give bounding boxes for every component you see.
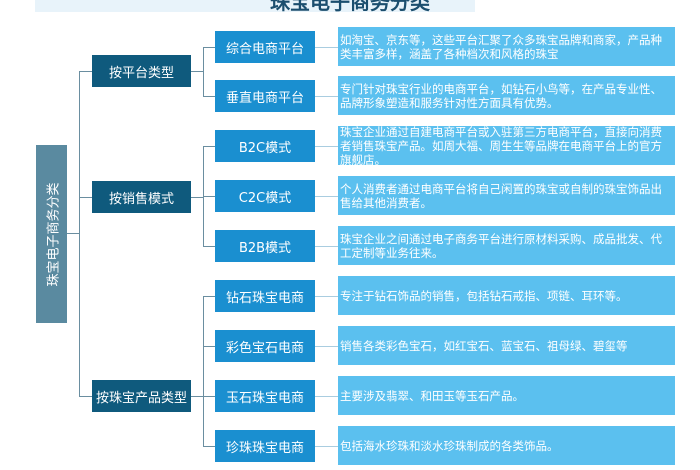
- connector: [203, 396, 215, 397]
- connector: [203, 96, 215, 97]
- connector: [203, 446, 215, 447]
- description-box: 主要涉及翡翠、和田玉等玉石产品。: [338, 376, 675, 415]
- connector: [79, 71, 80, 396]
- connector: [203, 47, 215, 48]
- connector: [203, 296, 215, 297]
- description-box: 专注于钻石饰品的销售，包括钻石戒指、项链、耳环等。: [338, 276, 675, 315]
- connector: [315, 146, 338, 147]
- connector: [203, 196, 215, 197]
- connector: [315, 346, 338, 347]
- subcategory-node: B2B模式: [215, 230, 315, 262]
- subcategory-node: 玉石珠宝电商: [215, 380, 315, 412]
- connector: [315, 296, 338, 297]
- subcategory-node: 钻石珠宝电商: [215, 280, 315, 312]
- description-box: 珠宝企业之间通过电子商务平台进行原材料采购、成品批发、代工定制等业务往来。: [338, 226, 675, 265]
- description-box: 珠宝企业通过自建电商平台或入驻第三方电商平台，直接向消费者销售珠宝产品。如周大福…: [338, 125, 675, 167]
- description-box: 专门针对珠宝行业的电商平台，如钻石小鸟等，在产品专业性、品牌形象塑造和服务针对性…: [338, 76, 675, 115]
- connector: [79, 71, 92, 72]
- connector: [191, 396, 203, 397]
- connector: [315, 196, 338, 197]
- description-box: 如淘宝、京东等，这些平台汇聚了众多珠宝品牌和商家，产品种类丰富多样，涵盖了各种档…: [338, 27, 675, 66]
- connector: [203, 146, 215, 147]
- connector: [315, 396, 338, 397]
- root-node: 珠宝电子商务分类: [36, 145, 67, 323]
- category-node: 按珠宝产品类型: [92, 380, 191, 412]
- description-box: 包括海水珍珠和淡水珍珠制成的各类饰品。: [338, 426, 675, 465]
- connector: [79, 197, 92, 198]
- subcategory-node: 彩色宝石电商: [215, 330, 315, 362]
- connector: [79, 396, 92, 397]
- subcategory-node: 综合电商平台: [215, 31, 315, 63]
- connector: [203, 346, 215, 347]
- connector: [203, 246, 215, 247]
- connector: [315, 246, 338, 247]
- connector: [315, 47, 338, 48]
- connector: [315, 96, 338, 97]
- connector: [191, 71, 203, 72]
- subcategory-node: C2C模式: [215, 180, 315, 212]
- connector: [203, 47, 204, 96]
- diagram-title: 珠宝电子商务分类: [270, 0, 430, 12]
- subcategory-node: 珍珠珠宝电商: [215, 430, 315, 462]
- category-node: 按销售模式: [92, 181, 191, 213]
- title-bar: 珠宝电子商务分类: [35, 0, 475, 12]
- connector: [315, 446, 338, 447]
- connector: [67, 233, 79, 234]
- connector: [191, 197, 203, 198]
- root-label: 珠宝电子商务分类: [46, 181, 62, 287]
- connector: [203, 296, 204, 446]
- subcategory-node: B2C模式: [215, 130, 315, 162]
- description-box: 个人消费者通过电商平台将自己闲置的珠宝或自制的珠宝饰品出售给其他消费者。: [338, 176, 675, 215]
- category-node: 按平台类型: [92, 55, 191, 87]
- subcategory-node: 垂直电商平台: [215, 80, 315, 112]
- description-box: 销售各类彩色宝石，如红宝石、蓝宝石、祖母绿、碧玺等: [338, 326, 675, 365]
